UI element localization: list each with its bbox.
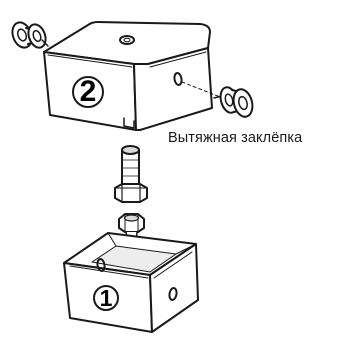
- bolt: [114, 145, 148, 203]
- rivet-right: [213, 86, 254, 118]
- top-block-side-hole: [173, 72, 183, 86]
- top-block-top-hole: [119, 35, 135, 45]
- top-block: [43, 21, 229, 131]
- hidden-axis-line: [181, 81, 229, 101]
- top-hole-inner: [123, 37, 131, 43]
- part-number-1: 1: [99, 285, 113, 311]
- part-1-circle: [93, 285, 119, 311]
- rivet-left: [11, 21, 49, 49]
- bottom-block-front-hole: [96, 258, 106, 272]
- part-number-2: 2: [79, 75, 97, 108]
- top-block-right-face: [133, 47, 213, 131]
- bottom-block: [63, 213, 199, 333]
- top-block-edge: [47, 54, 133, 68]
- top-block-edge-right: [149, 51, 207, 68]
- rivet-label: Вытяжная заклёпка: [168, 130, 303, 146]
- part-2-circle: [72, 76, 104, 108]
- bottom-block-side-hole: [168, 287, 178, 301]
- top-block-bottom-nub: [123, 117, 135, 129]
